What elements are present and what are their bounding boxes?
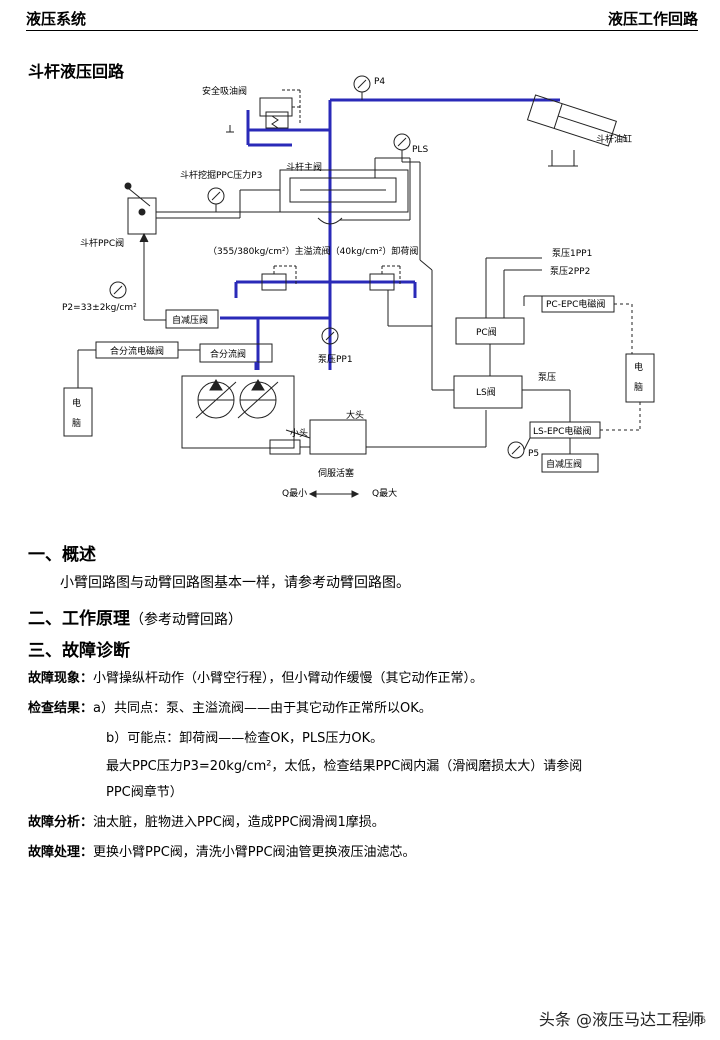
pump-assembly-frame xyxy=(181,375,295,449)
fault-symptom: 故障现象：小臂操纵杆动作（小臂空行程），但小臂动作缓慢（其它动作正常）。 xyxy=(28,670,483,688)
section-principle-sub: （参考动臂回路） xyxy=(130,612,242,628)
label-big-end: 大头 xyxy=(346,409,364,421)
label-small-end: 小头 xyxy=(290,428,308,439)
p2-gauge xyxy=(109,281,127,299)
section-principle-title: 二、工作原理 xyxy=(28,609,130,629)
ls-epc-solenoid xyxy=(529,421,601,439)
label-self-reducing-2: 自减压阀 xyxy=(546,458,582,470)
arm-main-valve xyxy=(279,169,409,213)
label-merge-solenoid: 合分流电磁阀 xyxy=(110,345,164,357)
servo-big-end xyxy=(309,419,367,455)
fault-analysis: 故障分析：油太脏，脏物进入PPC阀，造成PPC阀滑阀1摩损。 xyxy=(28,814,385,832)
label-cylinder: 斗杆油缸 xyxy=(596,133,632,145)
label-computer-right-2: 脑 xyxy=(634,381,643,393)
safety-suction-valve xyxy=(259,97,293,117)
label-ls-epc: LS-EPC电磁阀 xyxy=(533,425,591,437)
check-result-a-text: a）共同点：泵、主溢流阀——由于其它动作正常所以OK。 xyxy=(93,701,432,716)
header-right: 液压工作回路 xyxy=(607,10,698,28)
page-number: 2-96 xyxy=(685,1016,706,1026)
hydraulic-circuit-diagram: 安全吸油阀 P4 斗杆油缸 PLS 斗杆挖掘PPC压力P3 斗杆主阀 斗杆PPC… xyxy=(62,75,655,499)
label-main-valve: 斗杆主阀 xyxy=(286,161,322,173)
section-overview-title: 一、概述 xyxy=(28,545,96,565)
label-pump-pp1: 泵压PP1 xyxy=(318,354,353,365)
fault-fix: 故障处理：更换小臂PPC阀，清洗小臂PPC阀油管更换液压油滤芯。 xyxy=(28,844,416,862)
label-relief-unload: （355/380kg/cm²）主溢流阀（40kg/cm²）卸荷阀 xyxy=(208,245,418,257)
fault-symptom-label: 故障现象： xyxy=(28,671,94,686)
fault-fix-label: 故障处理： xyxy=(28,845,94,860)
merge-valve xyxy=(199,343,273,363)
label-arm-ppc-p3: 斗杆挖掘PPC压力P3 xyxy=(180,169,262,181)
ls-valve xyxy=(453,375,523,409)
label-computer-right-1: 电 xyxy=(634,361,643,373)
label-q-min: Q最小 xyxy=(282,488,307,499)
section-diagnosis-heading: 三、故障诊断 xyxy=(28,636,130,661)
label-p4: P4 xyxy=(374,77,385,87)
label-pump-pressure: 泵压 xyxy=(538,372,556,383)
fault-fix-text: 更换小臂PPC阀，清洗小臂PPC阀油管更换液压油滤芯。 xyxy=(93,845,416,860)
section-overview-heading: 一、概述 xyxy=(28,540,96,565)
fault-analysis-label: 故障分析： xyxy=(28,815,94,830)
label-self-reducing: 自减压阀 xyxy=(172,314,208,326)
label-pls: PLS xyxy=(412,145,428,155)
label-computer-left-2: 脑 xyxy=(72,417,81,429)
label-arm-ppc-valve: 斗杆PPC阀 xyxy=(80,237,124,249)
header-left: 液压系统 xyxy=(26,10,87,28)
computer-right xyxy=(625,353,655,403)
label-pump-1pp1: 泵压1PP1 xyxy=(552,248,592,259)
check-result-a: 检查结果：a）共同点：泵、主溢流阀——由于其它动作正常所以OK。 xyxy=(28,700,432,718)
servo-small-end xyxy=(269,439,301,455)
label-safety-valve: 安全吸油阀 xyxy=(202,85,247,97)
watermark: 头条 @液压马达工程师 xyxy=(538,1010,704,1029)
page-title: 斗杆液压回路 xyxy=(28,62,125,81)
self-reducing-valve-right xyxy=(541,453,599,473)
fault-analysis-text: 油太脏，脏物进入PPC阀，造成PPC阀滑阀1摩损。 xyxy=(93,815,385,830)
computer-left xyxy=(63,387,93,437)
label-pump-2pp2: 泵压2PP2 xyxy=(550,266,590,277)
check-result-label: 检查结果： xyxy=(28,701,94,716)
label-merge-valve: 合分流阀 xyxy=(210,348,246,360)
label-pc-valve: PC阀 xyxy=(476,327,497,338)
check-result-b: b）可能点：卸荷阀——检查OK，PLS压力OK。 xyxy=(106,731,384,746)
section-diagnosis-title: 三、故障诊断 xyxy=(28,641,130,661)
header-divider xyxy=(26,30,698,31)
check-result-d: PPC阀章节） xyxy=(106,785,183,800)
overview-text: 小臂回路图与动臂回路图基本一样，请参考动臂回路图。 xyxy=(60,575,410,591)
pp1-gauge xyxy=(321,327,339,345)
fault-symptom-text: 小臂操纵杆动作（小臂空行程），但小臂动作缓慢（其它动作正常）。 xyxy=(93,671,484,686)
label-p2: P2=33±2kg/cm² xyxy=(62,303,137,313)
check-result-c: 最大PPC压力P3=20kg/cm²，太低，检查结果PPC阀内漏（滑阀磨损太大）… xyxy=(106,759,583,774)
self-reducing-valve-left xyxy=(165,309,219,329)
label-q-max: Q最大 xyxy=(372,487,397,499)
label-pc-epc: PC-EPC电磁阀 xyxy=(546,298,605,310)
label-ls-valve: LS阀 xyxy=(476,387,496,398)
section-principle-heading: 二、工作原理（参考动臂回路） xyxy=(28,604,242,629)
label-computer-left-1: 电 xyxy=(72,397,81,409)
label-servo-piston: 伺服活塞 xyxy=(318,467,354,479)
arm-ppc-valve xyxy=(127,197,157,235)
label-p5: P5 xyxy=(528,449,539,459)
